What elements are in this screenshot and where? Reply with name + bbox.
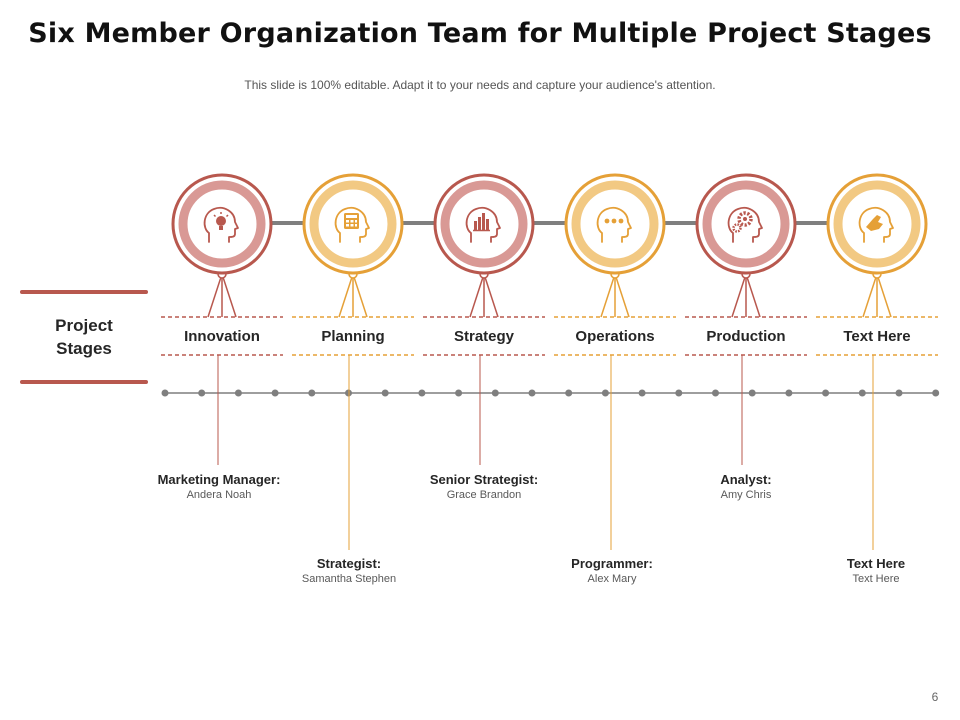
member-senior-strategist: Senior Strategist: Grace Brandon <box>384 472 584 503</box>
stage-label-planning: Planning <box>321 328 385 345</box>
member-name: Amy Chris <box>720 489 772 501</box>
head-handshake-icon <box>858 206 894 243</box>
stage-circle-inner <box>582 191 648 257</box>
timeline-dot <box>418 389 426 397</box>
head-calculator-icon <box>334 206 370 243</box>
stand-leg <box>745 273 761 318</box>
timeline-dots <box>161 389 940 397</box>
project-stages-label-line1: Project <box>55 316 113 335</box>
member-role: Strategist: <box>316 556 382 571</box>
stage-6 <box>816 173 938 356</box>
member-role: Programmer: <box>571 556 653 571</box>
timeline-dot <box>381 389 389 397</box>
stand-leg <box>221 273 237 318</box>
stage-label-text-here: Text Here <box>843 328 911 345</box>
member-role: Analyst: <box>720 472 772 487</box>
timeline-dot <box>785 389 793 397</box>
timeline-dot <box>638 389 646 397</box>
stage-label-strategy: Strategy <box>453 328 515 345</box>
icons-layer <box>203 206 894 243</box>
stand-leg <box>614 273 630 318</box>
member-marketing-manager: Marketing Manager: Andera Noah <box>119 472 319 503</box>
timeline-dot <box>271 389 279 397</box>
timeline-dot <box>822 389 830 397</box>
stand-leg <box>862 273 878 318</box>
member-drop-lines <box>217 355 874 550</box>
side-bar-top <box>20 290 148 294</box>
timeline-dot <box>308 389 316 397</box>
member-name: Samantha Stephen <box>301 573 397 585</box>
stage-label-production: Production <box>706 328 786 345</box>
member-role: Marketing Manager: <box>157 472 281 487</box>
member-programmer: Programmer: Alex Mary <box>512 556 712 587</box>
side-bar-bottom <box>20 380 148 384</box>
stand-leg <box>469 273 485 318</box>
stand-leg <box>731 273 747 318</box>
timeline-dot <box>455 389 463 397</box>
timeline-dot <box>198 389 206 397</box>
stand-leg <box>876 273 892 318</box>
stand-leg <box>207 273 223 318</box>
timeline-dot <box>161 389 169 397</box>
stage-label-innovation: Innovation <box>184 328 260 345</box>
member-name: Grace Brandon <box>446 489 522 501</box>
timeline-dot <box>932 389 940 397</box>
stand-leg <box>352 273 368 318</box>
stage-4 <box>554 173 676 356</box>
project-stages-label: Project Stages <box>20 314 148 360</box>
project-stages-label-line2: Stages <box>56 339 112 358</box>
timeline-dot <box>675 389 683 397</box>
member-role: Text Here <box>846 556 906 571</box>
timeline-dot <box>748 389 756 397</box>
member-analyst: Analyst: Amy Chris <box>646 472 846 503</box>
timeline-dot <box>528 389 536 397</box>
member-name: Andera Noah <box>186 489 252 501</box>
timeline-dot <box>858 389 866 397</box>
timeline-dot <box>895 389 903 397</box>
head-dots-icon <box>596 206 632 243</box>
page-number: 6 <box>931 690 939 704</box>
stand-leg <box>483 273 499 318</box>
head-lightbulb-icon <box>203 206 239 243</box>
timeline-dot <box>601 389 609 397</box>
slide-subtitle: This slide is 100% editable. Adapt it to… <box>244 78 716 92</box>
stand-leg <box>338 273 354 318</box>
member-strategist: Strategist: Samantha Stephen <box>249 556 449 587</box>
stand-leg <box>600 273 616 318</box>
timeline-dot <box>234 389 242 397</box>
member-name: Alex Mary <box>587 573 637 585</box>
stage-label-operations: Operations <box>575 328 655 345</box>
slide-title: Six Member Organization Team for Multipl… <box>28 18 932 49</box>
member-role: Senior Strategist: <box>429 472 539 487</box>
member-text-here: Text Here Text Here <box>776 556 960 587</box>
timeline-dot <box>712 389 719 397</box>
member-name: Text Here <box>852 573 900 585</box>
timeline-dot <box>565 389 573 397</box>
head-gears-icon <box>727 206 763 243</box>
head-chart-icon <box>465 206 501 243</box>
timeline-dot <box>491 389 499 397</box>
